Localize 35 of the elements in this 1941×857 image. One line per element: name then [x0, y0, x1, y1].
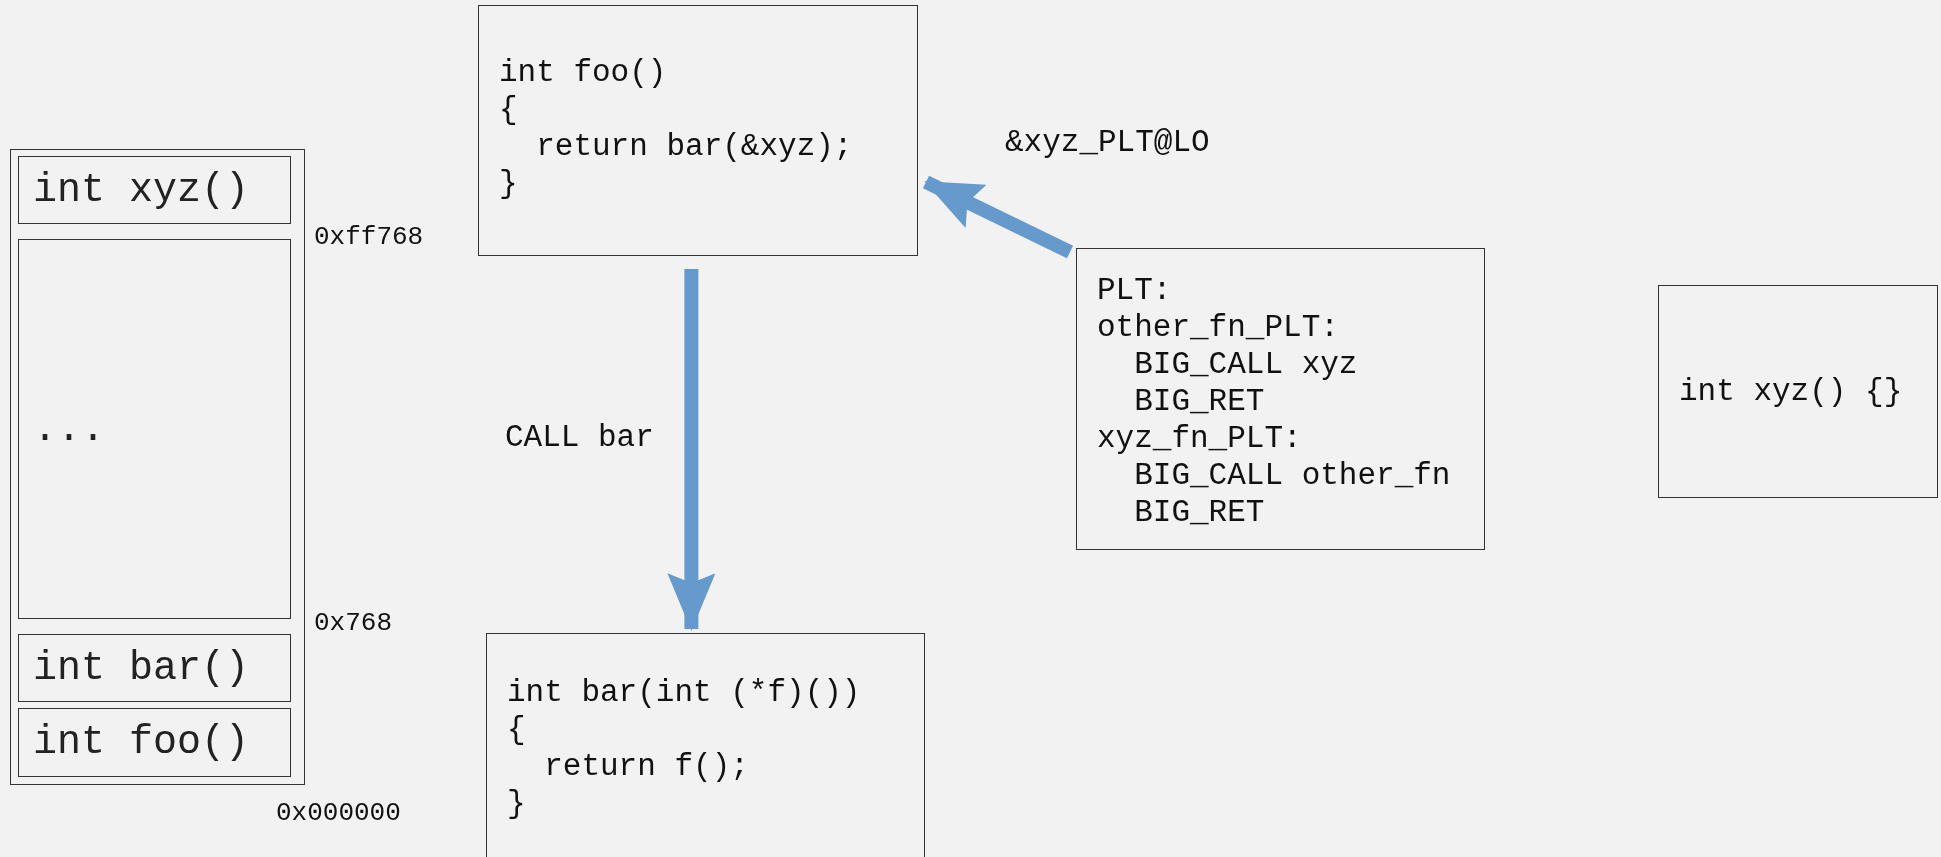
code-line: {	[499, 91, 518, 128]
code-line: }	[507, 785, 526, 822]
code-line: BIG_RET	[1133, 383, 1265, 420]
code-line: PLT:	[1097, 272, 1172, 309]
code-line: return f();	[543, 748, 749, 785]
code-box	[1076, 248, 1485, 550]
code-line: BIG_RET	[1133, 494, 1265, 531]
code-line: return bar(&xyz);	[535, 128, 853, 165]
code-line: int xyz() {}	[1679, 373, 1903, 410]
address-label: 0x768	[314, 608, 392, 638]
address-label: 0xff768	[314, 222, 424, 252]
memory-segment-box	[18, 156, 291, 224]
code-box	[478, 5, 918, 256]
memory-layout-box	[10, 149, 305, 785]
code-line: int bar()	[33, 645, 250, 691]
code-line: xyz_fn_PLT:	[1097, 420, 1302, 457]
code-line: int xyz()	[33, 167, 250, 213]
memory-segment-box	[18, 239, 291, 619]
code-line: {	[507, 711, 526, 748]
arrow	[667, 269, 716, 631]
memory-segment-box	[18, 708, 291, 777]
code-line: int bar(int (*f)())	[507, 674, 861, 711]
code-line: other_fn_PLT:	[1097, 309, 1339, 346]
code-line: int foo()	[499, 54, 667, 91]
code-box	[1658, 285, 1938, 498]
code-line: BIG_CALL xyz	[1133, 346, 1358, 383]
address-label: 0x000000	[276, 798, 401, 828]
code-line: }	[499, 165, 518, 202]
code-line: ...	[33, 406, 105, 452]
code-line: BIG_CALL other_fn	[1133, 457, 1451, 494]
code-box	[486, 633, 925, 857]
memory-segment-box	[18, 634, 291, 702]
code-line: int foo()	[33, 720, 250, 765]
edge-label: &xyz_PLT@LO	[1005, 125, 1210, 160]
arrow	[922, 175, 1074, 259]
